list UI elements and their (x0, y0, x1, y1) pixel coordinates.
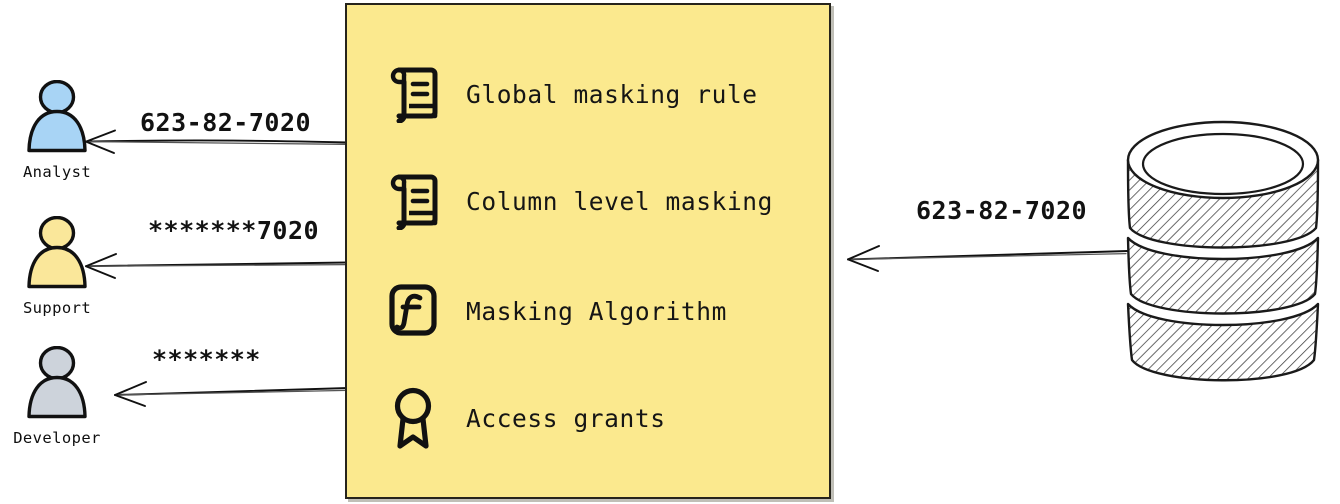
flow-label-developer: ******* (152, 345, 261, 374)
flow-label-analyst: 623-82-7020 (140, 108, 312, 137)
actor-label: Developer (13, 429, 101, 447)
scroll-icon (384, 63, 442, 125)
scroll-icon (384, 170, 442, 232)
policy-item-label: Global masking rule (466, 79, 758, 109)
award-icon (384, 387, 442, 449)
database-cylinder-icon[interactable] (1112, 108, 1334, 402)
function-icon (384, 280, 442, 342)
policy-item-label: Column level masking (466, 186, 774, 216)
policy-item-column-level-masking[interactable]: Column level masking (384, 170, 814, 232)
actor-label: Support (22, 299, 92, 317)
actor-support[interactable]: Support (2, 216, 112, 317)
arrow-left-support (85, 253, 349, 279)
person-icon (27, 80, 87, 153)
arrow-left-analyst (85, 129, 349, 154)
policy-item-access-grants[interactable]: Access grants (384, 387, 814, 449)
policy-item-masking-algorithm[interactable]: Masking Algorithm (384, 280, 814, 342)
person-icon (27, 346, 87, 419)
flow-label-support: *******7020 (148, 216, 320, 245)
person-icon (27, 216, 87, 289)
arrow-left-developer (114, 381, 350, 407)
actor-developer[interactable]: Developer (2, 346, 112, 447)
arrow-left-database (847, 245, 1129, 272)
policy-box: Global masking rule Column level masking (345, 3, 831, 499)
policy-item-global-masking-rule[interactable]: Global masking rule (384, 63, 814, 125)
policy-item-label: Masking Algorithm (466, 296, 727, 326)
policy-item-label: Access grants (466, 403, 666, 433)
actor-analyst[interactable]: Analyst (2, 80, 112, 181)
flow-label-database: 623-82-7020 (916, 196, 1088, 225)
actor-label: Analyst (22, 163, 92, 181)
